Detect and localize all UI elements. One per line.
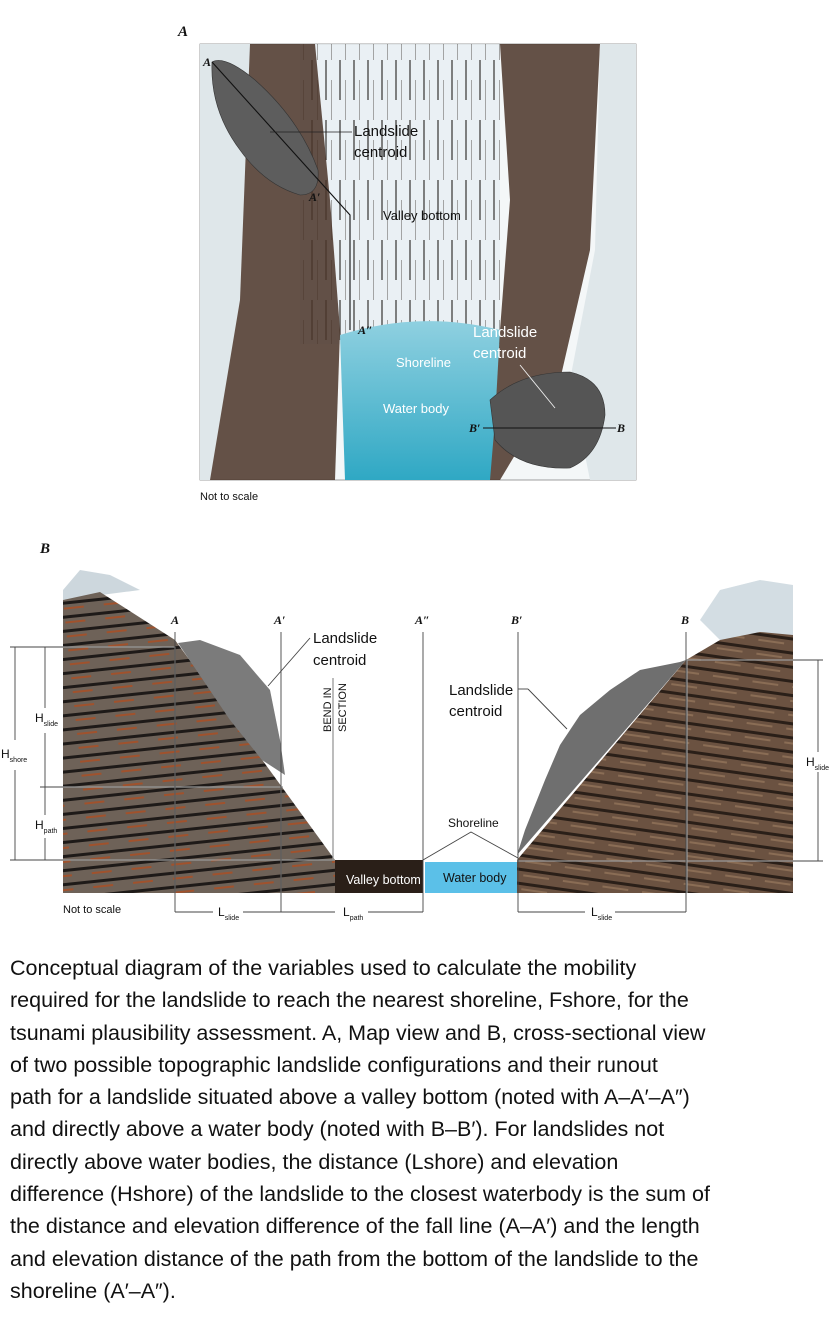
water-body-shape [340, 321, 500, 480]
caption-line: required for the landslide to reach the … [10, 988, 689, 1013]
right-snowcap [700, 580, 793, 640]
landslide-b [489, 371, 606, 469]
section-point-a: A [170, 613, 179, 627]
left-landslide [178, 640, 285, 775]
caption-line: and elevation distance of the path from … [10, 1246, 699, 1271]
caption-line: difference (Hshore) of the landslide to … [10, 1182, 710, 1207]
map-valley-bottom-label: Valley bottom [383, 208, 461, 223]
bend-label-1: BEND IN [322, 687, 334, 732]
map-view [199, 43, 637, 481]
section-point-b: B [680, 613, 689, 627]
map-point-a: A [202, 55, 211, 69]
cross-section [10, 570, 823, 913]
map-point-a-dprime: A″ [357, 323, 373, 337]
map-point-a-prime: A′ [308, 190, 320, 204]
section-line-a [211, 61, 351, 330]
h-path-label: Hpath [35, 818, 57, 835]
valley-bottom-block [335, 860, 423, 893]
l-path-label: Lpath [343, 905, 363, 922]
section-not-to-scale: Not to scale [63, 904, 121, 916]
section-valley-bottom-label: Valley bottom [346, 873, 421, 887]
figure-caption: Conceptual diagram of the variables used… [10, 952, 825, 1307]
caption-line: and directly above a water body (noted w… [10, 1117, 665, 1142]
h-slide-left-label: Hslide [35, 711, 58, 728]
left-snow [200, 44, 250, 480]
l-slide-left-label: Lslide [218, 905, 239, 922]
caption-line: tsunami plausibility assessment. A, Map … [10, 1020, 706, 1045]
map-point-b-prime: B′ [468, 421, 480, 435]
section-centroid-label-2: Landslide [449, 682, 513, 699]
section-point-a-dprime: A″ [414, 613, 430, 627]
section-point-a-prime: A′ [273, 613, 285, 627]
caption-line: path for a landslide situated above a va… [10, 1085, 690, 1110]
section-centroid-label-1b: centroid [313, 652, 366, 669]
section-water-body-label: Water body [443, 871, 507, 885]
h-slide-right-label: Hslide [806, 755, 829, 772]
map-water-body-label: Water body [383, 401, 449, 416]
right-landslide [517, 660, 686, 855]
section-point-b-prime: B′ [510, 613, 522, 627]
section-centroid-label-1: Landslide [313, 630, 377, 647]
map-point-b: B [616, 421, 625, 435]
left-snowcap [63, 570, 140, 600]
h-shore-label: Hshore [1, 747, 27, 764]
caption-line: shoreline (A′–A″). [10, 1278, 176, 1303]
right-ground [517, 632, 793, 893]
caption-line: Conceptual diagram of the variables used… [10, 956, 637, 980]
l-slide-right-label: Lslide [591, 905, 612, 922]
map-centroid-label-1: Landslide [354, 123, 418, 140]
water-body-block [425, 862, 517, 893]
caption-line: the distance and elevation difference of… [10, 1214, 700, 1239]
bend-label-2: SECTION [337, 683, 349, 732]
left-ground [63, 592, 335, 893]
map-centroid-label-2: Landslide [473, 324, 537, 341]
landslide-a [211, 60, 319, 196]
map-not-to-scale: Not to scale [200, 491, 258, 503]
map-shoreline-label: Shoreline [396, 355, 451, 370]
caption-line: of two possible topographic landslide co… [10, 1052, 658, 1077]
caption-line: directly above water bodies, the distanc… [10, 1149, 619, 1174]
panel-a-letter: A [177, 24, 188, 40]
right-snow [570, 44, 636, 480]
section-centroid-label-2b: centroid [449, 703, 502, 720]
right-valley-wall [480, 44, 600, 480]
section-shoreline-label: Shoreline [448, 816, 499, 830]
map-centroid-label-2b: centroid [473, 345, 526, 362]
panel-b-letter: B [39, 541, 50, 557]
dimension-lines [10, 632, 823, 913]
map-centroid-label-1b: centroid [354, 144, 407, 161]
